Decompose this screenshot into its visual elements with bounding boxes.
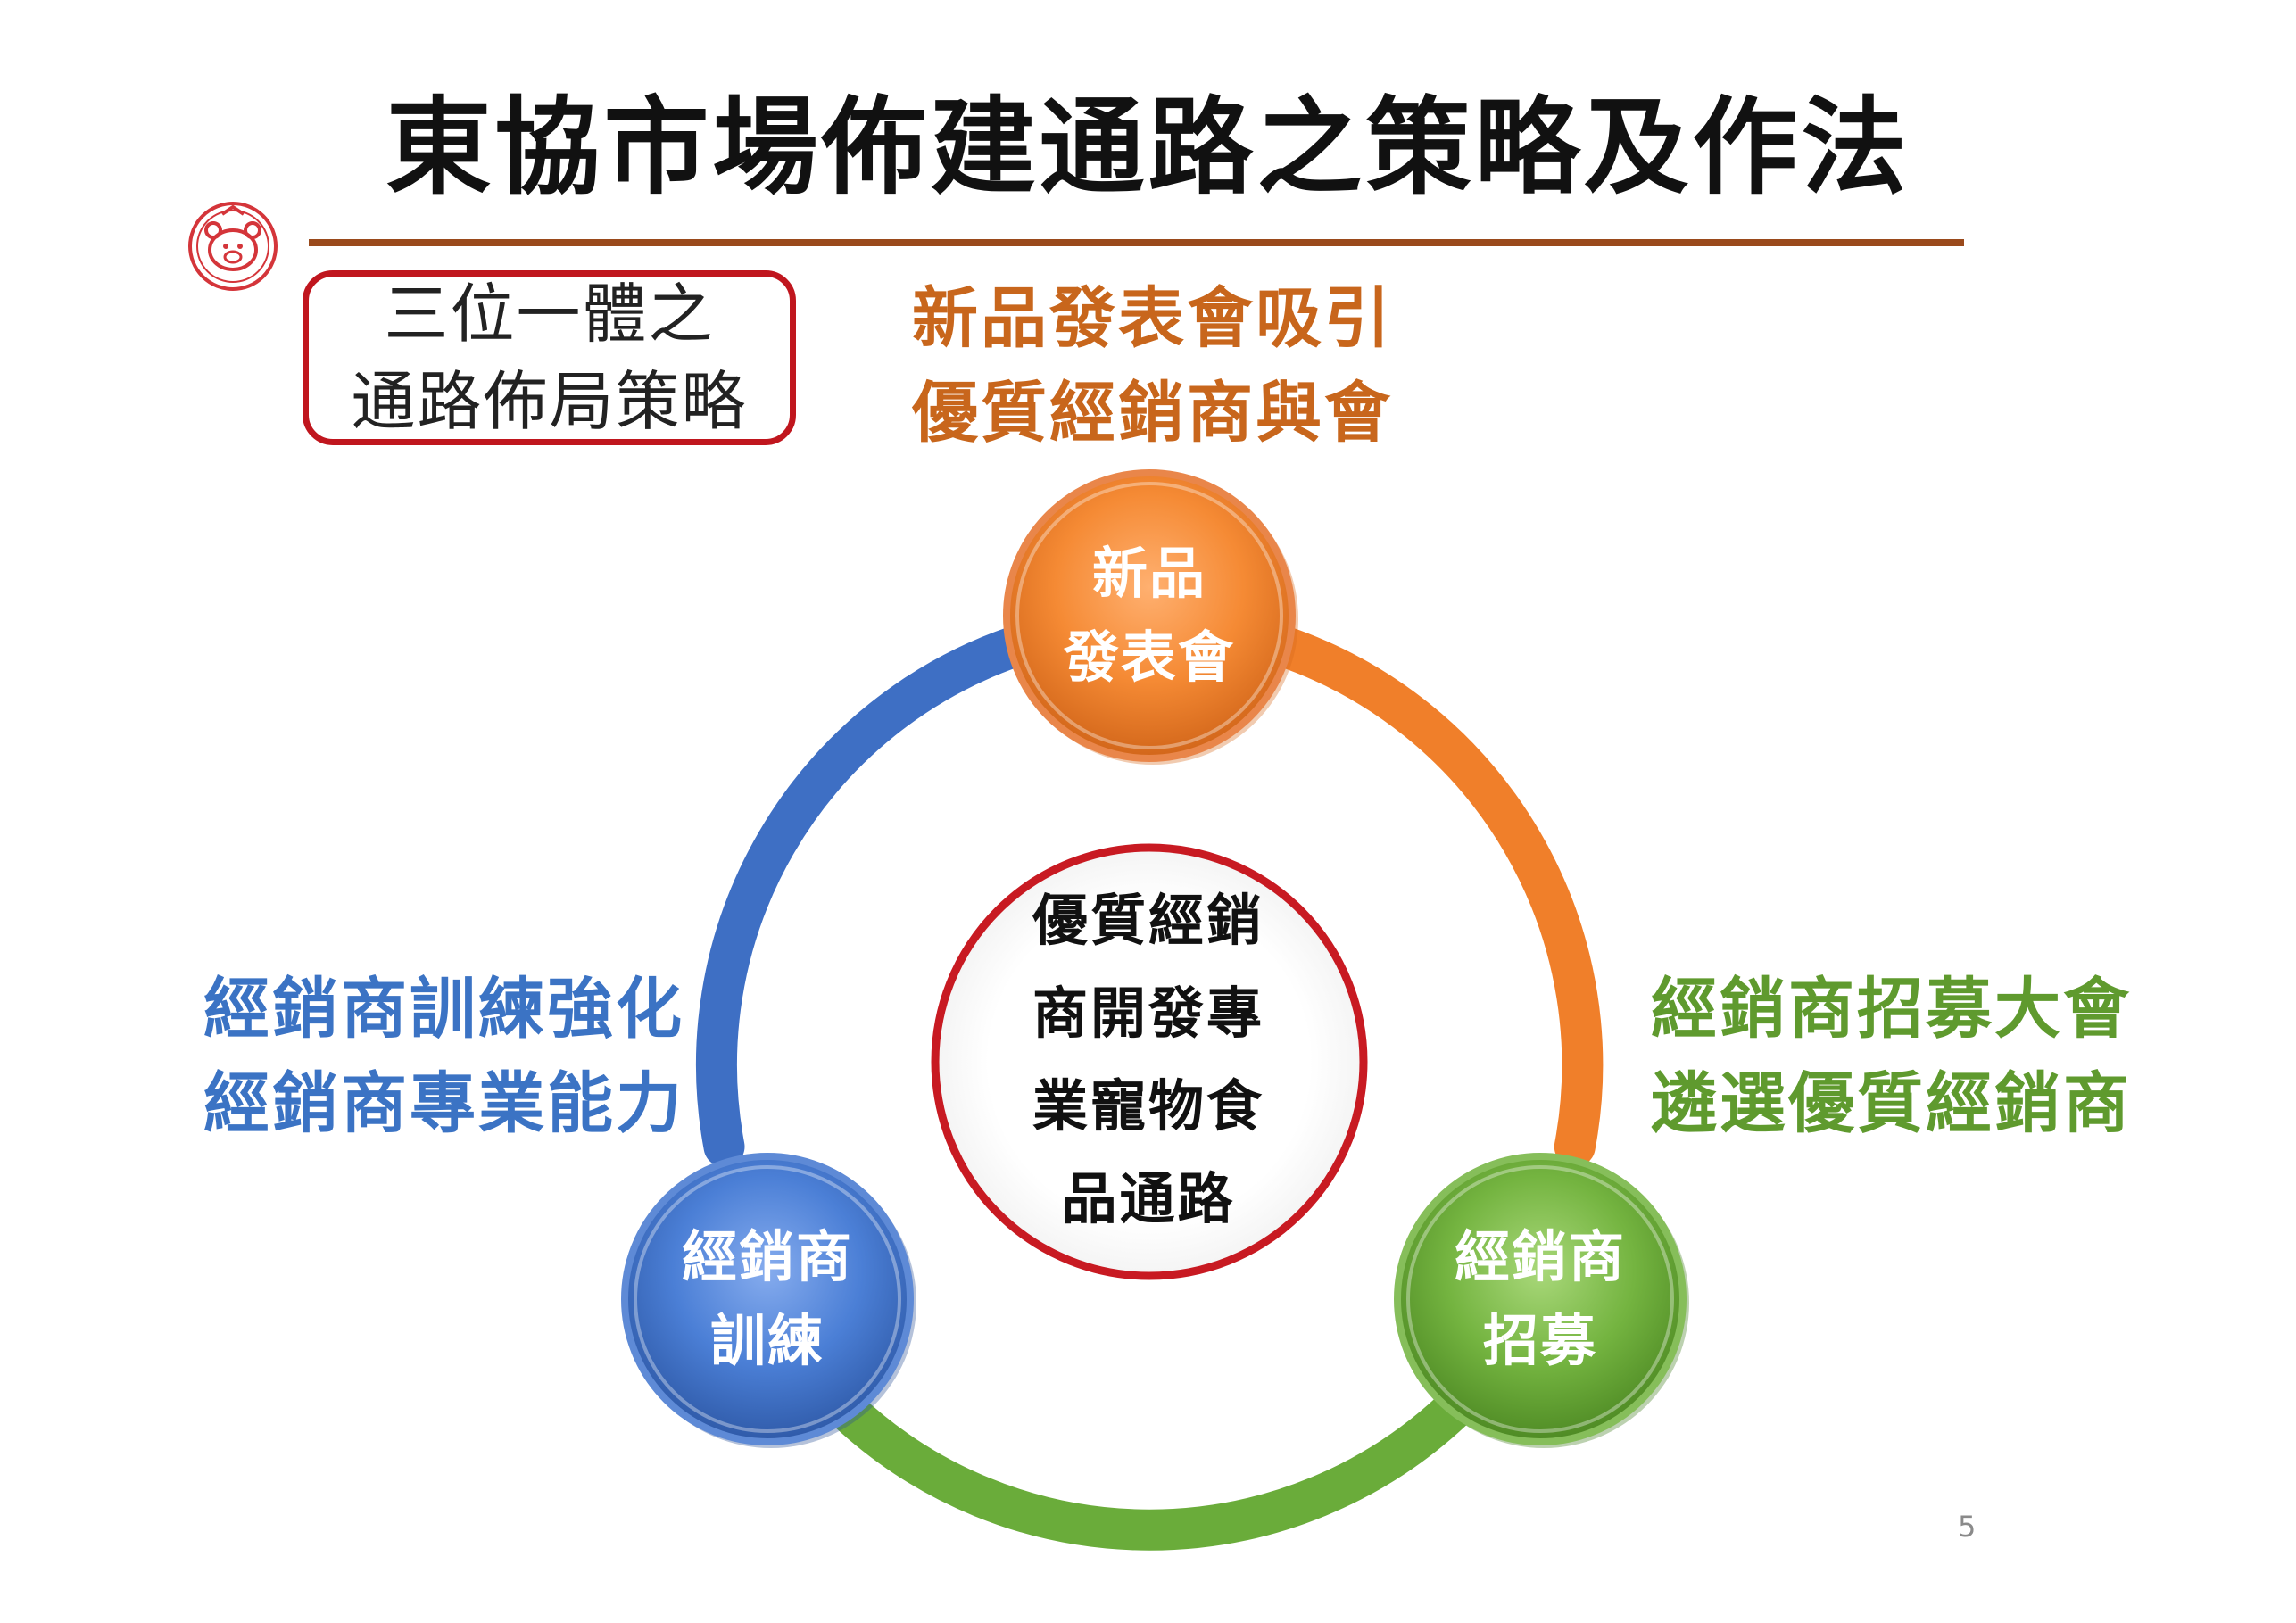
note-product-launch: 新品發表會吸引 優質經銷商與會 (912, 271, 1393, 460)
center-circle (931, 843, 1368, 1280)
node-label-product-launch: 新品 發表會 (1007, 473, 1292, 758)
strategy-box: 三位一體之 通路佈局策略 (303, 270, 796, 445)
center-label-line: 商開發專 (1032, 981, 1264, 1046)
ring-segment-green (826, 1390, 1473, 1551)
node-label-line: 經銷商 (1454, 1224, 1626, 1289)
note-line: 經銷商訓練強化 (203, 971, 684, 1047)
ring-segment-blue (695, 625, 1036, 1168)
node-label-line: 經銷商 (681, 1224, 853, 1289)
node-dealer-training (621, 1153, 916, 1448)
note-line: 優質經銷商與會 (912, 375, 1393, 451)
pig-mascot-logo-icon (188, 202, 278, 291)
node-label-dealer-training: 經銷商 訓練 (625, 1156, 910, 1442)
node-label-dealer-recruitment: 經銷商 招募 (1397, 1156, 1683, 1442)
center-label-line: 品通路 (1061, 1166, 1236, 1231)
note-line: 遴選優質經銷商 (1651, 1065, 2132, 1142)
title-divider (309, 239, 1964, 246)
node-label-line: 發表會 (1063, 625, 1235, 690)
strategy-box-line: 三位一體之 (384, 277, 715, 352)
slide-title: 東協市場佈建通路之策略及作法 (385, 86, 1911, 209)
center-label-line: 優質經銷 (1032, 888, 1264, 953)
note-dealer-training: 經銷商訓練強化 經銷商專業能力 (203, 962, 684, 1151)
node-dealer-recruitment (1394, 1153, 1689, 1448)
center-label: 優質經銷 商開發專 業寵物食 品通路 (982, 874, 1314, 1246)
note-line: 經銷商專業能力 (203, 1065, 684, 1142)
note-line: 新品發表會吸引 (912, 280, 1393, 357)
ring-segment-orange (1263, 625, 1604, 1168)
strategy-box-line: 通路佈局策略 (351, 364, 748, 439)
node-label-line: 新品 (1091, 541, 1206, 606)
node-product-launch (1003, 469, 1298, 765)
note-line: 經銷商招募大會 (1651, 971, 2132, 1047)
node-label-line: 招募 (1482, 1308, 1597, 1373)
center-label-line: 業寵物食 (1032, 1073, 1264, 1139)
note-dealer-recruitment: 經銷商招募大會 遴選優質經銷商 (1651, 962, 2132, 1151)
page-number: 5 (1958, 1510, 1977, 1544)
node-label-line: 訓練 (709, 1308, 825, 1373)
